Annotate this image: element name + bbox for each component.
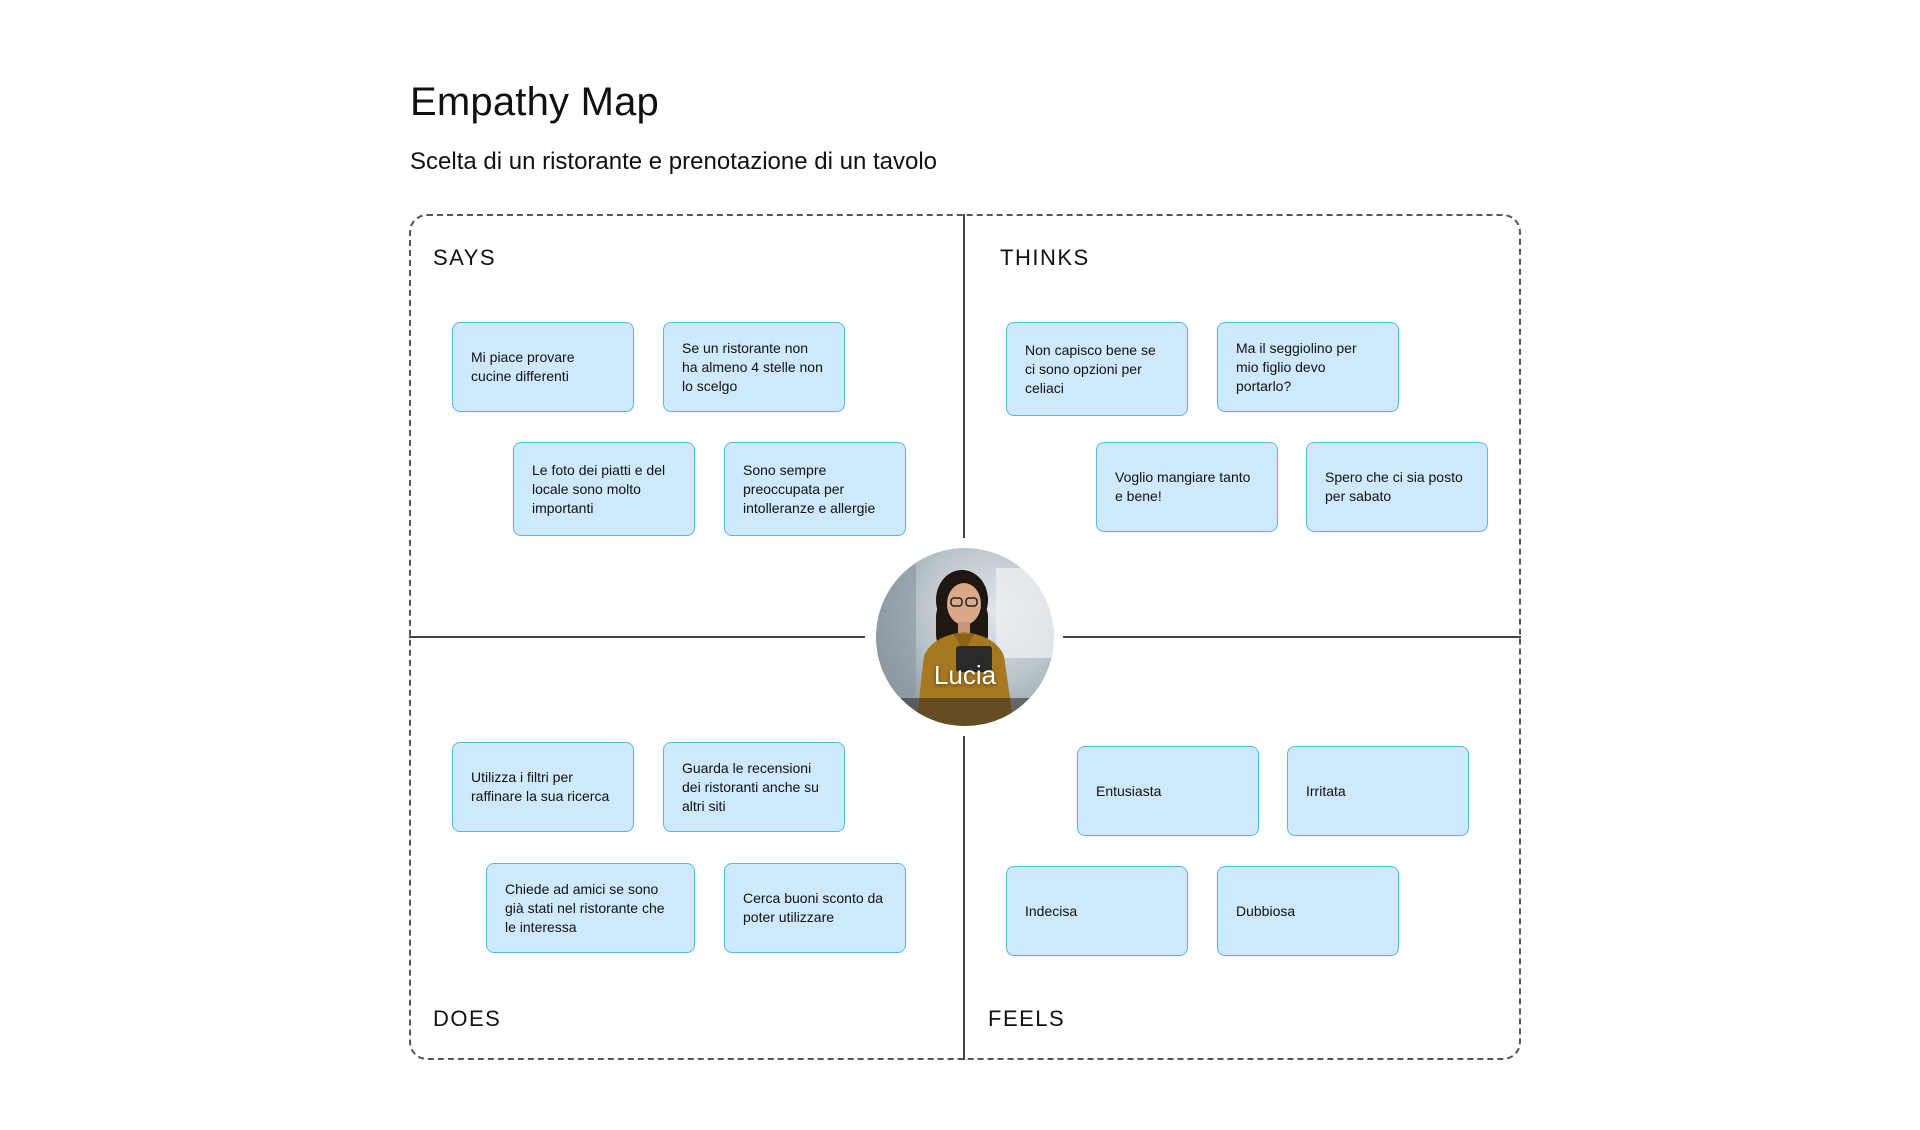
sticky-note-thinks-2[interactable]: Ma il seggiolino per mio figlio devo por… [1217, 322, 1399, 412]
quadrant-label-says: SAYS [433, 245, 497, 270]
persona-photo-illustration [876, 548, 1054, 726]
sticky-note-feels-4[interactable]: Dubbiosa [1217, 866, 1399, 956]
sticky-note-does-3[interactable]: Chiede ad amici se sono già stati nel ri… [486, 863, 695, 953]
divider-vertical-top [963, 214, 965, 538]
sticky-note-does-2[interactable]: Guarda le recensioni dei ristoranti anch… [663, 742, 845, 832]
persona-name: Lucia [933, 660, 997, 690]
sticky-note-does-4[interactable]: Cerca buoni sconto da poter utilizzare [724, 863, 906, 953]
quadrant-label-feels: FEELS [988, 1006, 1066, 1031]
sticky-note-feels-1[interactable]: Entusiasta [1077, 746, 1259, 836]
sticky-note-does-1[interactable]: Utilizza i filtri per raffinare la sua r… [452, 742, 634, 832]
sticky-note-says-3[interactable]: Le foto dei piatti e del locale sono mol… [513, 442, 695, 536]
sticky-note-says-4[interactable]: Sono sempre preoccupata per intolleranze… [724, 442, 906, 536]
sticky-note-thinks-3[interactable]: Voglio mangiare tanto e bene! [1096, 442, 1278, 532]
quadrant-label-does: DOES [433, 1006, 502, 1031]
sticky-note-thinks-1[interactable]: Non capisco bene se ci sono opzioni per … [1006, 322, 1188, 416]
divider-horizontal-right [1063, 636, 1521, 638]
divider-horizontal-left [409, 636, 865, 638]
page-subtitle: Scelta di un ristorante e prenotazione d… [410, 148, 938, 175]
persona-avatar: Lucia [876, 548, 1054, 726]
sticky-note-says-2[interactable]: Se un ristorante non ha almeno 4 stelle … [663, 322, 845, 412]
page-title: Empathy Map [410, 80, 659, 124]
quadrant-label-thinks: THINKS [1000, 245, 1090, 270]
sticky-note-thinks-4[interactable]: Spero che ci sia posto per sabato [1306, 442, 1488, 532]
divider-vertical-bottom [963, 736, 965, 1060]
sticky-note-says-1[interactable]: Mi piace provare cucine differenti [452, 322, 634, 412]
sticky-note-feels-2[interactable]: Irritata [1287, 746, 1469, 836]
sticky-note-feels-3[interactable]: Indecisa [1006, 866, 1188, 956]
